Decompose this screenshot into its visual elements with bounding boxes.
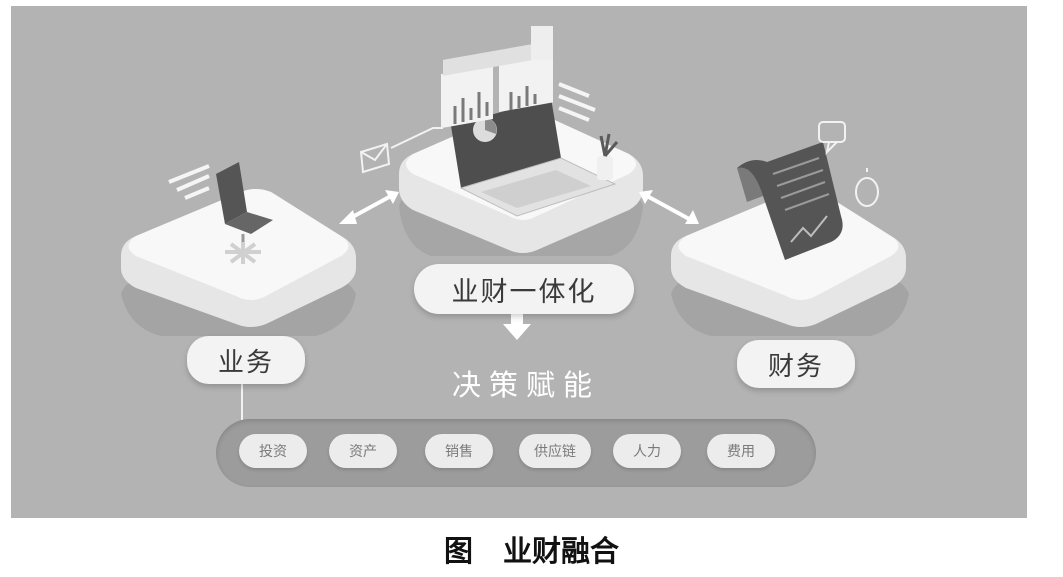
plant-icon [597,133,619,180]
diagram-graphics [121,26,909,424]
tag-expenses: 费用 [707,434,775,468]
laptop-icon [441,26,617,217]
decision-label: 决策赋能 [451,368,600,402]
chair-icon [168,162,273,264]
chat-icon [818,121,846,156]
tag-investment: 投资 [239,434,307,468]
caption-title: 业财融合 [503,534,620,568]
finance-label: 财务 [737,340,855,388]
center-label: 业财一体化 [414,264,634,314]
tag-supply-chain: 供应链 [519,434,591,468]
figure-caption: 图业财融合 [0,528,1063,570]
double-arrow-icon [339,190,699,224]
tag-hr: 人力 [613,434,681,468]
clock-icon [855,168,879,207]
tag-sales: 销售 [425,434,493,468]
arrow-down-icon [503,310,531,340]
mail-icon [359,127,443,174]
tag-assets: 资产 [329,434,397,468]
caption-prefix: 图 [443,534,473,568]
business-label: 业务 [187,336,305,384]
diagram-area: 投资 资产 销售 供应链 人力 费用 业财一体化 业务 财务 决策赋能 [11,6,1027,518]
document-icon [737,142,843,260]
